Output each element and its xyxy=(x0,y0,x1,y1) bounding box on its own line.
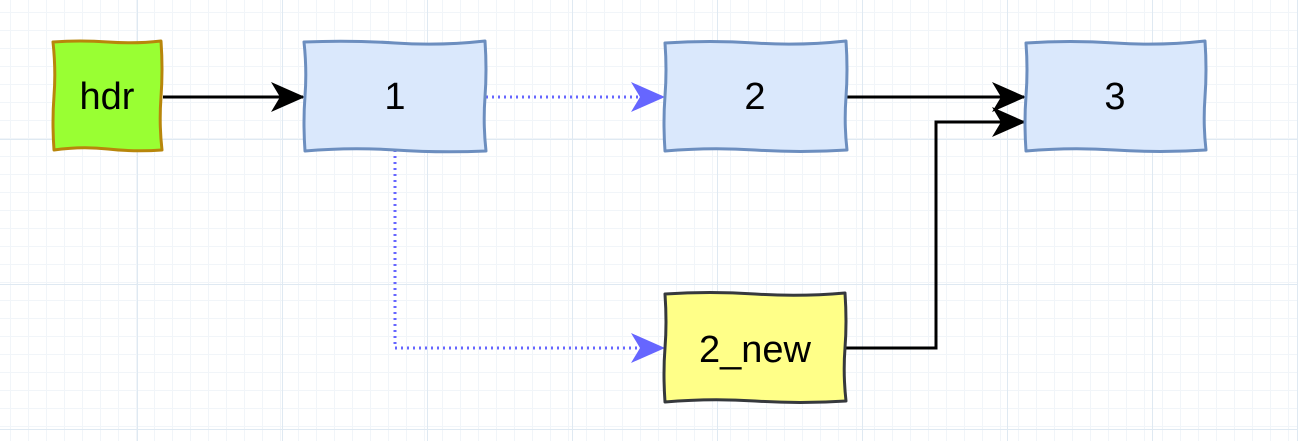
node-hdr[interactable]: hdr xyxy=(51,39,164,153)
node-3-label: 3 xyxy=(1104,76,1125,118)
node-2-new-label: 2_new xyxy=(699,329,812,371)
node-1[interactable]: 1 xyxy=(302,39,488,154)
node-3[interactable]: 3 xyxy=(1023,39,1208,153)
edge-1-to-2new xyxy=(393,150,665,363)
node-1-box xyxy=(302,39,488,154)
edges-layer xyxy=(163,82,1026,363)
edge-2new-to-3 xyxy=(846,107,1026,350)
node-2-new-box xyxy=(662,291,848,404)
node-2-label: 2 xyxy=(744,76,765,118)
node-hdr-box xyxy=(51,39,164,153)
node-2-box xyxy=(662,39,849,153)
node-hdr-label: hdr xyxy=(80,76,135,118)
node-2[interactable]: 2 xyxy=(662,39,849,153)
node-3-box xyxy=(1023,39,1208,153)
node-1-label: 1 xyxy=(384,76,405,118)
node-2-new[interactable]: 2_new xyxy=(662,291,848,404)
